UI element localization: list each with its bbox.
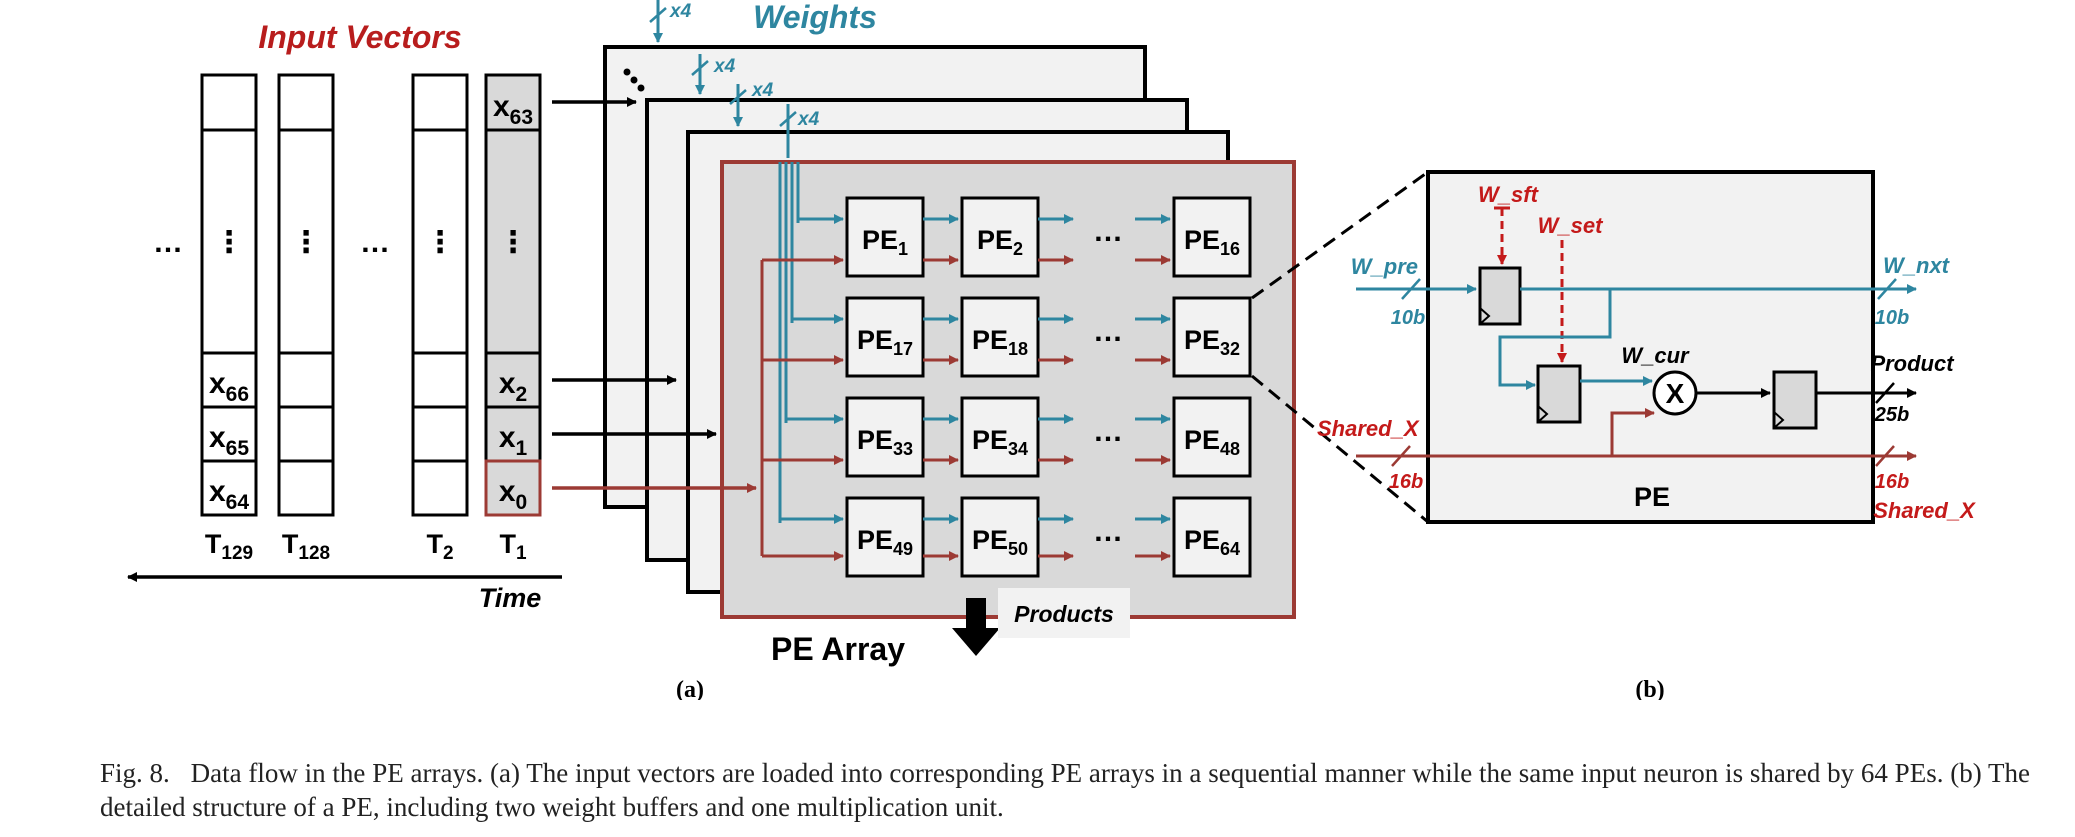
product-register (1772, 370, 1818, 430)
svg-text:x4: x4 (751, 80, 774, 101)
pe-cell (845, 196, 925, 278)
pe-label: PE17 (857, 325, 913, 359)
vector-column-t128: ⋮ T128 (277, 73, 335, 564)
vdots: ⋮ (498, 226, 528, 259)
shared-x-out-bits: 16b (1875, 471, 1909, 493)
pe-cell (845, 496, 925, 578)
products-output: Products (952, 588, 1130, 656)
vector-column-t1: x63 ⋮ x2 x1 x0 T1 (484, 73, 542, 564)
pe-cell (1172, 496, 1252, 578)
pe-cell (960, 396, 1040, 478)
product-label: Product (1870, 351, 1955, 376)
pe-label: PE48 (1184, 425, 1240, 459)
time-step-label: T1 (499, 529, 527, 564)
w-pre-label: W_pre (1351, 254, 1418, 279)
pe-row-3: PE33 PE34 … PE48 (762, 396, 1252, 478)
pe-label: PE32 (1184, 325, 1240, 359)
zoom-lines (1251, 170, 1429, 524)
pe-label: PE33 (857, 425, 913, 459)
vector-entry: x65 (209, 421, 249, 460)
products-arrow (952, 598, 1000, 656)
input-vectors: Input Vectors ⋮ x66 x65 x64 T129 ⋮ T128 (127, 19, 562, 613)
w-cur-label: W_cur (1621, 343, 1690, 368)
subfigure-label-a: (a) (676, 677, 704, 700)
input-arrows (552, 97, 757, 493)
time-step-label: T128 (282, 529, 330, 564)
pe-detail-box (1426, 170, 1875, 524)
stack-dots (623, 68, 645, 92)
shared-x-in-label: Shared_X (1317, 416, 1420, 441)
horizontal-ellipsis: … (1093, 315, 1123, 348)
vdots: ⋮ (291, 226, 321, 259)
pe-label: PE2 (977, 225, 1023, 259)
pe-cell (960, 296, 1040, 378)
multiplier-symbol: X (1666, 378, 1685, 409)
pe-label: PE50 (972, 525, 1028, 559)
weight-bus-inputs: x4 x4 x4 x4 (649, 0, 820, 158)
pe-label: PE18 (972, 325, 1028, 359)
vector-column-t129: ⋮ x66 x65 x64 T129 (200, 73, 258, 564)
product-bits: 25b (1874, 404, 1909, 426)
pe-cell (960, 196, 1040, 278)
pe-detail: W_sft W_set W_pre 10b W_nxt 10b W_cur X (1317, 170, 1976, 700)
vector-entry: x64 (209, 475, 249, 514)
products-label: Products (1014, 601, 1114, 627)
svg-text:x4: x4 (797, 109, 820, 130)
vector-entry: x63 (493, 90, 533, 129)
pe-detail-label: PE (1634, 482, 1670, 512)
vector-entry: x2 (499, 367, 527, 406)
pe-label: PE49 (857, 525, 913, 559)
vdots: ⋮ (425, 226, 455, 259)
pe-label: PE1 (862, 225, 908, 259)
pe-array-label: PE Array (771, 631, 905, 667)
vector-entry: x1 (499, 421, 528, 460)
figure-number: Fig. 8. (100, 758, 170, 788)
pe-array-stack: x4 x4 x4 x4 Weights (552, 0, 1296, 700)
w-set-label: W_set (1538, 213, 1604, 238)
vector-entry: x0 (499, 475, 527, 514)
vector-entry: x66 (209, 367, 249, 406)
weight-shift-register (1478, 266, 1522, 326)
weights-title: Weights (753, 0, 877, 35)
w-nxt-bits: 10b (1875, 307, 1909, 329)
pe-cell (845, 396, 925, 478)
time-label: Time (479, 583, 542, 613)
weight-bus-lines (778, 162, 800, 523)
time-step-label: T2 (426, 529, 453, 564)
pe-label: PE34 (972, 425, 1028, 459)
time-step-label: T129 (205, 529, 253, 564)
w-sft-label: W_sft (1478, 182, 1540, 207)
horizontal-ellipsis: … (1093, 415, 1123, 448)
figure-canvas: Input Vectors ⋮ x66 x65 x64 T129 ⋮ T128 (127, 0, 1976, 700)
pe-cell (1172, 396, 1252, 478)
pe-label: PE64 (1184, 525, 1240, 559)
figure-caption: Fig. 8. Data flow in the PE arrays. (a) … (100, 756, 2030, 824)
horizontal-ellipsis: … (1093, 215, 1123, 248)
pe-cell (1172, 296, 1252, 378)
pe-row-1: PE1 PE2 … PE16 (762, 196, 1252, 278)
pe-label: PE16 (1184, 225, 1240, 259)
horizontal-ellipsis: … (360, 226, 390, 259)
vdots: ⋮ (214, 226, 244, 259)
pe-row-2: PE17 PE18 … PE32 (762, 296, 1252, 378)
shared-x-out-label: Shared_X (1873, 498, 1976, 523)
shared-x-in-bits: 16b (1389, 471, 1423, 493)
input-vectors-title: Input Vectors (258, 19, 461, 55)
svg-text:x4: x4 (713, 56, 736, 77)
w-nxt-label: W_nxt (1883, 253, 1951, 278)
pe-cell (845, 296, 925, 378)
svg-text:x4: x4 (669, 1, 692, 22)
horizontal-ellipsis: … (153, 226, 183, 259)
horizontal-ellipsis: … (1093, 515, 1123, 548)
pe-cell (1172, 196, 1252, 278)
subfigure-label-b: (b) (1635, 677, 1664, 700)
w-pre-bits: 10b (1391, 307, 1425, 329)
caption-text: Data flow in the PE arrays. (a) The inpu… (100, 758, 2030, 822)
pe-row-4: PE49 PE50 … PE64 (762, 496, 1252, 578)
weight-current-register (1536, 364, 1582, 424)
vector-column-t2: ⋮ T2 (411, 73, 469, 564)
pe-cell (960, 496, 1040, 578)
